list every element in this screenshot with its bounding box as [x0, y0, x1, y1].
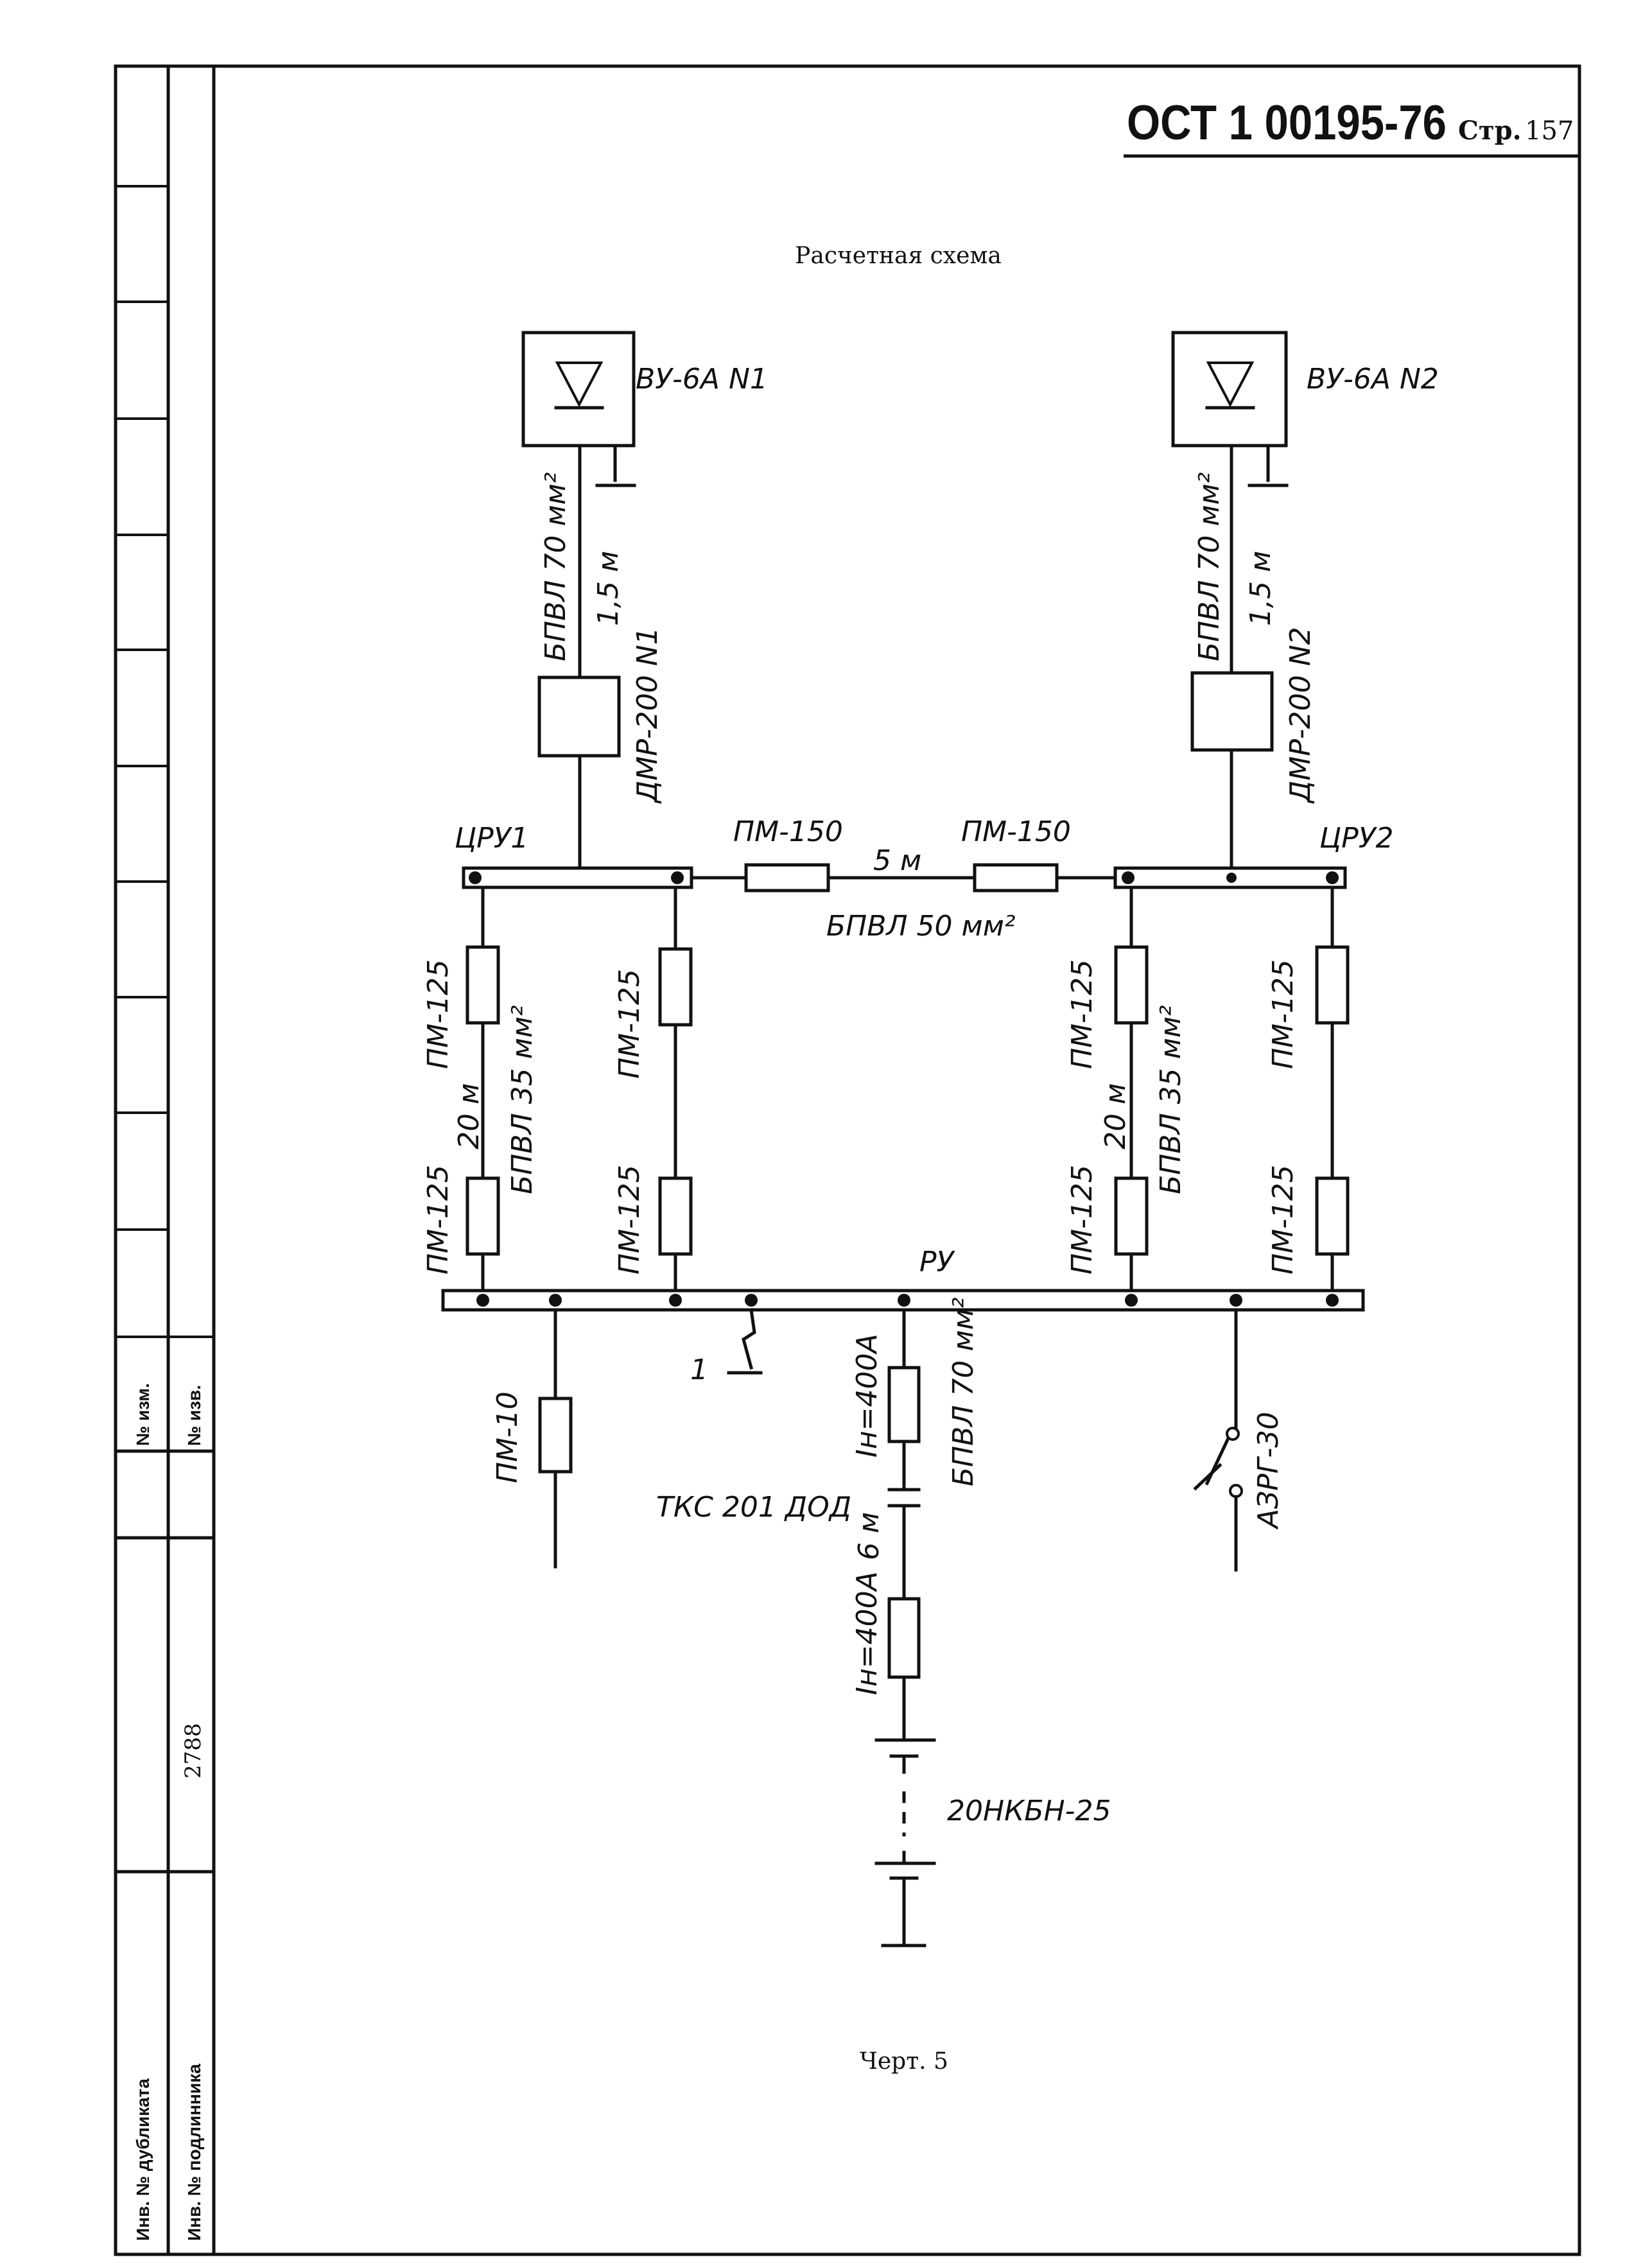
breaker-circuit: АЗРГ-30	[1193, 1308, 1285, 1572]
stamp-inventory-number: 2788	[180, 1723, 206, 1779]
fuse-d-top	[1315, 945, 1350, 1025]
battery-label: 20НКБН-25	[947, 1795, 1111, 1827]
rectifier-2-length-label: 1,5 м	[1244, 551, 1277, 626]
rectifier-2-cable-label: БПВЛ 70 мм²	[1193, 472, 1226, 661]
shunt-1-label: ДМР-200 N1	[631, 627, 664, 804]
document-header: ОСТ 1 00195-76 Стр. 157	[1124, 96, 1581, 158]
fuse-tie-left	[744, 863, 830, 893]
fuse-in-top-label: Iн=400А	[851, 1334, 883, 1458]
rectifier-2	[1171, 331, 1288, 448]
connector-label: ТКС 201 ДОД	[656, 1491, 851, 1524]
fault-label: 1	[690, 1354, 708, 1386]
fuse-d-bottom-label: ПМ-125	[1267, 1165, 1300, 1275]
bus-cru2-label: ЦРУ2	[1319, 822, 1394, 855]
fuse-a-bottom-label: ПМ-125	[422, 1165, 455, 1275]
stamp-dublikat-label: Инв. № дубликата	[133, 2078, 153, 2241]
upper-buses: ЦРУ1 ЦРУ2 ПМ-150 ПМ-150 5 м БПВЛ 50 мм²	[455, 815, 1394, 943]
rectifier-1-length-label: 1,5 м	[592, 551, 625, 626]
feeder-1: ВУ-6А N1 БПВЛ 70 мм² 1,5 м ДМР-200 N1	[521, 331, 768, 880]
fuse-c-top-label: ПМ-125	[1066, 959, 1099, 1069]
stamp-izv-label: № изв.	[184, 1385, 204, 1446]
shunt-dmr-1	[537, 675, 621, 758]
fuse-pm10-label: ПМ-10	[491, 1391, 524, 1483]
branch-b: ПМ-125 ПМ-125	[613, 885, 693, 1302]
diagram-title: Расчетная схема	[795, 243, 1002, 269]
bus-cru1-label: ЦРУ1	[455, 822, 529, 855]
document-code: ОСТ 1 00195-76	[1127, 96, 1447, 150]
diode-icon	[555, 361, 604, 408]
branch-right-cable-label: БПВЛ 35 мм²	[1154, 1005, 1187, 1194]
fault-point: 1	[690, 1308, 763, 1386]
fuse-in-bottom	[887, 1597, 921, 1679]
fuse-in-top	[887, 1366, 921, 1443]
branch-left-length-label: 20 м	[453, 1083, 485, 1149]
fuse-pm10	[538, 1397, 573, 1474]
tie-length-label: 5 м	[873, 844, 921, 877]
main-bus: РУ	[441, 1246, 1365, 1312]
rectifier-1	[521, 331, 636, 448]
bus-cru1	[462, 866, 693, 889]
feeder-pm10: ПМ-10	[491, 1308, 573, 1569]
fuse-b-top	[658, 947, 693, 1027]
stamp-izm-label: № изм.	[133, 1383, 153, 1446]
branch-left-cable-label: БПВЛ 35 мм²	[506, 1005, 539, 1194]
fuse-tie-right-label: ПМ-150	[961, 815, 1071, 848]
fuse-b-bottom	[658, 1176, 693, 1256]
battery-cable-label: БПВЛ 70 мм²	[947, 1297, 980, 1486]
fuse-a-top-label: ПМ-125	[422, 959, 455, 1069]
fuse-c-bottom-label: ПМ-125	[1066, 1165, 1099, 1275]
bus-ru-label: РУ	[919, 1246, 956, 1278]
rectifier-2-label: ВУ-6А N2	[1307, 363, 1439, 396]
left-stamp: № изм. № изв. 2788 Инв. № дубликата Инв.…	[114, 64, 216, 2256]
fuse-in-bottom-label: Iн=400А	[851, 1571, 883, 1695]
page-word: Стр.	[1458, 116, 1522, 146]
branch-a: ПМ-125 ПМ-125 20 м БПВЛ 35 мм²	[422, 885, 539, 1302]
fuse-d-top-label: ПМ-125	[1267, 959, 1300, 1069]
branch-c: ПМ-125 ПМ-125 20 м БПВЛ 35 мм²	[1066, 885, 1187, 1302]
battery-circuit: Iн=400А Iн=400А БПВЛ 70 мм² 6 м ТКС 201 …	[656, 1297, 1111, 1947]
fuse-tie-right	[973, 863, 1059, 893]
feeder-2: ВУ-6А N2 БПВЛ 70 мм² 1,5 м ДМР-200 N2	[1171, 331, 1439, 880]
left-stamp-frame	[114, 64, 216, 2256]
fuse-b-top-label: ПМ-125	[613, 969, 646, 1079]
fuse-a-top	[465, 945, 500, 1025]
fuse-c-bottom	[1114, 1176, 1149, 1256]
tie-cable-label: БПВЛ 50 мм²	[826, 910, 1016, 943]
page-number: 157	[1525, 116, 1574, 146]
shunt-2-label: ДМР-200 N2	[1284, 627, 1317, 804]
branch-d: ПМ-125 ПМ-125	[1267, 885, 1350, 1302]
shunt-dmr-2	[1190, 671, 1274, 752]
rectifier-1-cable-label: БПВЛ 70 мм²	[539, 472, 572, 661]
battery-length-label: 6 м	[853, 1512, 885, 1560]
breaker-label: АЗРГ-30	[1252, 1412, 1285, 1530]
fuse-d-bottom	[1315, 1176, 1350, 1256]
branch-right-length-label: 20 м	[1099, 1083, 1132, 1149]
figure-caption: Черт. 5	[860, 2048, 948, 2075]
rectifier-1-label: ВУ-6А N1	[636, 363, 768, 396]
stamp-podlinnik-label: Инв. № подлинника	[184, 2064, 204, 2241]
fuse-b-bottom-label: ПМ-125	[613, 1165, 646, 1275]
diode-icon	[1206, 361, 1255, 408]
fuse-a-bottom	[465, 1176, 500, 1256]
fuse-tie-left-label: ПМ-150	[733, 815, 843, 848]
fuse-c-top	[1114, 945, 1149, 1025]
